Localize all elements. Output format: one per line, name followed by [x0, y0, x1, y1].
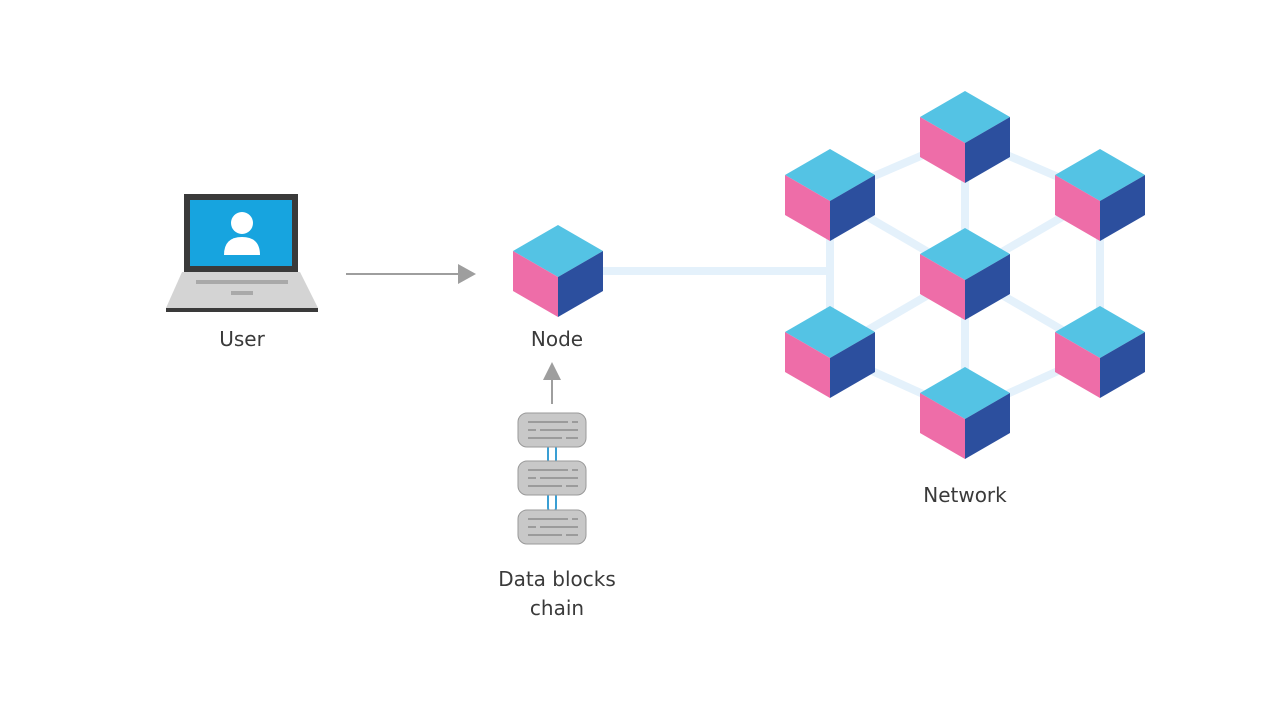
- network-label: Network: [923, 483, 1007, 507]
- user-label: User: [219, 327, 265, 351]
- network-cube-icon: [785, 306, 875, 398]
- node-cube-icon: [513, 225, 603, 317]
- data-blocks-chain-icon: [517, 412, 587, 545]
- arrow-user-to-node: [346, 264, 476, 284]
- network-cube-icon: [785, 149, 875, 241]
- network-cube-icon: [920, 91, 1010, 183]
- data-blocks-label-line2: chain: [529, 596, 585, 620]
- data-block: [517, 460, 587, 496]
- network-cube-icon: [1055, 149, 1145, 241]
- network-cube-icon: [920, 228, 1010, 320]
- laptop-user-icon: [166, 194, 318, 312]
- network-cube-icon: [1055, 306, 1145, 398]
- data-blocks-label-line1: Data blocks: [498, 567, 616, 591]
- network-cube-icon: [920, 367, 1010, 459]
- data-blocks-label: Data blocks chain: [470, 565, 644, 623]
- data-block: [517, 509, 587, 545]
- arrow-blocks-to-node: [543, 362, 561, 404]
- data-block: [517, 412, 587, 448]
- node-label: Node: [530, 327, 584, 351]
